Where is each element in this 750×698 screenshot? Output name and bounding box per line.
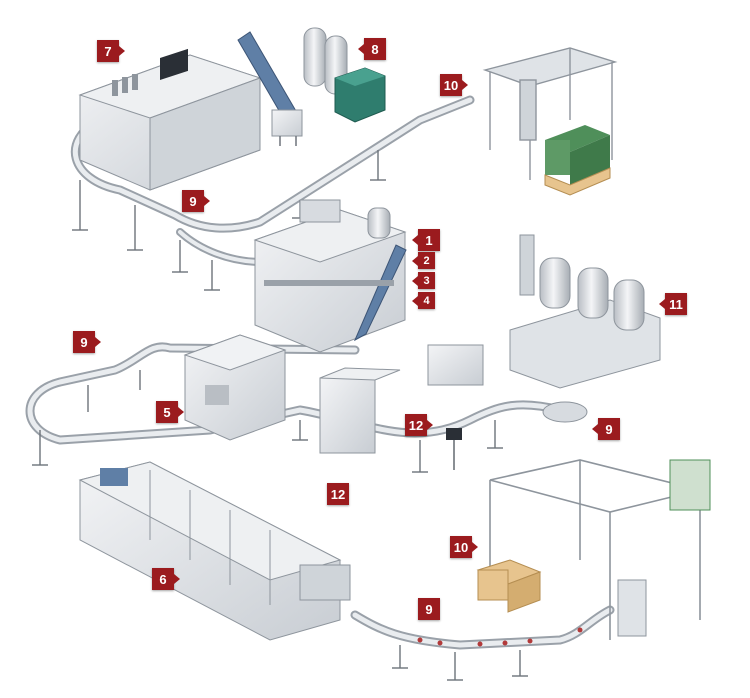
shrink-packer bbox=[78, 461, 351, 641]
label-9-middle: 9 bbox=[73, 331, 101, 353]
label-12-bottom: 12 bbox=[327, 483, 349, 505]
filling-monoblock bbox=[253, 199, 407, 353]
air-compressor bbox=[303, 27, 386, 123]
pallet-upper bbox=[544, 125, 611, 196]
blow-molding-machine bbox=[78, 48, 262, 191]
conveyor-lower-legs bbox=[392, 645, 528, 681]
label-2: 2 bbox=[412, 252, 435, 269]
labelling-machine bbox=[183, 334, 287, 441]
label-1: 1 bbox=[412, 229, 440, 251]
palletizer-upper bbox=[482, 47, 618, 180]
inspection-unit bbox=[319, 344, 484, 470]
label-8: 8 bbox=[358, 38, 386, 60]
conveyor-middle-legs bbox=[32, 370, 503, 473]
accumulation-table bbox=[542, 401, 588, 423]
label-7: 7 bbox=[97, 40, 125, 62]
label-9-lower: 9 bbox=[418, 598, 440, 620]
label-4: 4 bbox=[412, 292, 435, 309]
label-10-bottom: 10 bbox=[450, 536, 478, 558]
label-3: 3 bbox=[412, 272, 435, 289]
conveyor-lower bbox=[350, 605, 615, 650]
label-6: 6 bbox=[152, 568, 180, 590]
label-10-top: 10 bbox=[440, 74, 468, 96]
bottles bbox=[417, 627, 583, 647]
label-11: 11 bbox=[659, 293, 687, 315]
label-12-right: 12 bbox=[405, 414, 433, 436]
label-5: 5 bbox=[156, 401, 184, 423]
conveyor-middle bbox=[25, 342, 565, 445]
label-9-upper: 9 bbox=[182, 190, 210, 212]
preform-elevator bbox=[237, 31, 303, 146]
palletizer-lower bbox=[476, 459, 711, 640]
label-9-right: 9 bbox=[592, 418, 620, 440]
conveyor-upper bbox=[70, 95, 475, 266]
mixing-station bbox=[509, 234, 661, 389]
